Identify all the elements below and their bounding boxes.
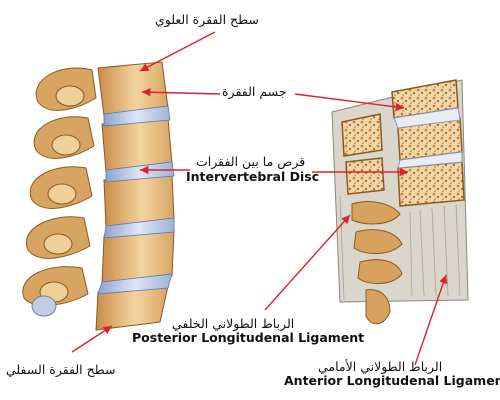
arrow-upper-surface bbox=[139, 31, 216, 72]
label-anterior-arabic: الرباط الطولاني الأمامي bbox=[318, 359, 443, 374]
arrow-vertebral-body-left bbox=[141, 88, 221, 97]
label-upper-surface: سطح الفقرة العلوي bbox=[155, 12, 259, 27]
sectional-spine-view bbox=[331, 79, 469, 325]
sectioned-discs bbox=[393, 107, 463, 169]
arrow-anterior-ligament bbox=[414, 274, 448, 366]
label-lower-surface: سطح الفقرة السفلي bbox=[6, 362, 116, 377]
intervertebral-discs bbox=[97, 105, 175, 295]
ligament-fibers bbox=[339, 195, 461, 301]
label-vertebral-body: جسم الفقرة bbox=[222, 84, 287, 99]
lateral-spine-view bbox=[22, 61, 175, 331]
arrow-lower-surface bbox=[71, 325, 113, 353]
label-posterior-arabic: الرباط الطولاني الخلفي bbox=[172, 316, 295, 331]
spinous-processes bbox=[22, 67, 97, 306]
vertebral-bodies bbox=[95, 61, 175, 331]
arrow-posterior-ligament bbox=[264, 214, 351, 311]
label-disc-english: Intervertebral Disc bbox=[186, 169, 320, 184]
arrow-vertebral-body-right bbox=[294, 93, 405, 112]
label-posterior-english: Posterior Longitudenal Ligament bbox=[132, 330, 365, 345]
label-anterior-english: Anterior Longitudenal Ligament bbox=[284, 373, 500, 388]
sectional-processes bbox=[351, 201, 403, 325]
pointer-arrows bbox=[71, 31, 448, 366]
coccyx-stub bbox=[31, 295, 57, 317]
sectioned-bodies bbox=[341, 79, 465, 207]
label-disc-arabic: قرص ما بين الفقرات bbox=[196, 154, 306, 169]
